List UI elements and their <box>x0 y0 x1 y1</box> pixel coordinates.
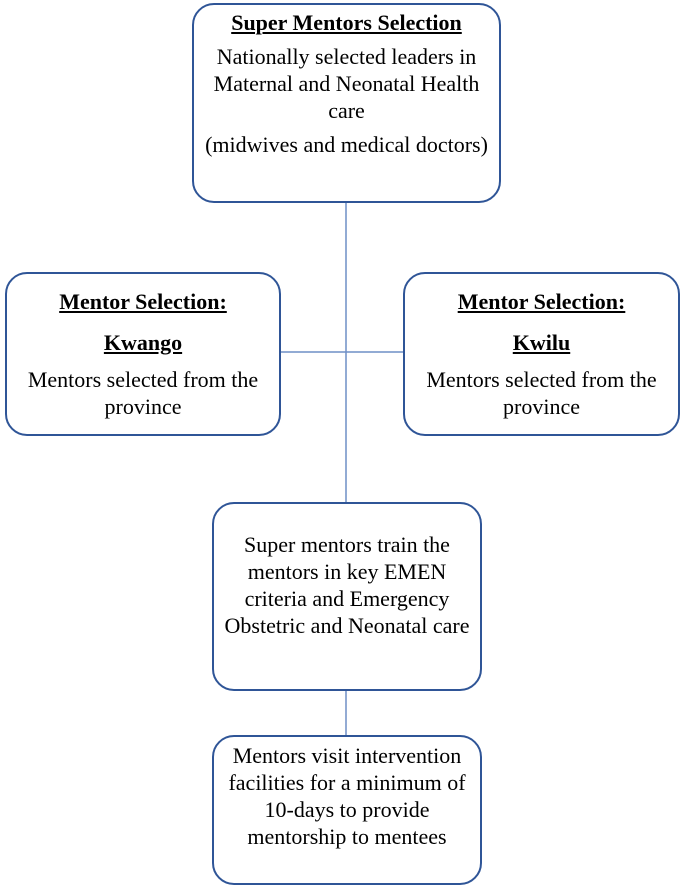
kwilu-heading: Mentor Selection: <box>457 289 626 314</box>
visit-description: Mentors visit intervention facilities fo… <box>228 743 466 849</box>
training-description: Super mentors train the mentors in key E… <box>224 532 470 638</box>
kwilu-description: Mentors selected from the province <box>426 367 657 419</box>
super-mentors-note: (midwives and medical doctors) <box>205 132 488 157</box>
mentor-selection-kwilu-box: Mentor Selection: Kwilu Mentors selected… <box>403 272 680 436</box>
kwango-description: Mentors selected from the province <box>27 367 259 419</box>
super-mentors-description: Nationally selected leaders in Maternal … <box>213 44 480 123</box>
kwango-heading: Mentor Selection: <box>59 289 227 314</box>
mentor-selection-kwango-box: Mentor Selection: Kwango Mentors selecte… <box>5 272 281 436</box>
kwilu-province-name: Kwilu <box>512 330 571 355</box>
super-mentors-selection-box: Super Mentors Selection Nationally selec… <box>192 3 501 203</box>
training-box: Super mentors train the mentors in key E… <box>212 502 482 691</box>
kwango-province-name: Kwango <box>103 330 183 355</box>
mentorship-visit-box: Mentors visit intervention facilities fo… <box>212 735 482 885</box>
super-mentors-heading: Super Mentors Selection <box>231 10 462 35</box>
